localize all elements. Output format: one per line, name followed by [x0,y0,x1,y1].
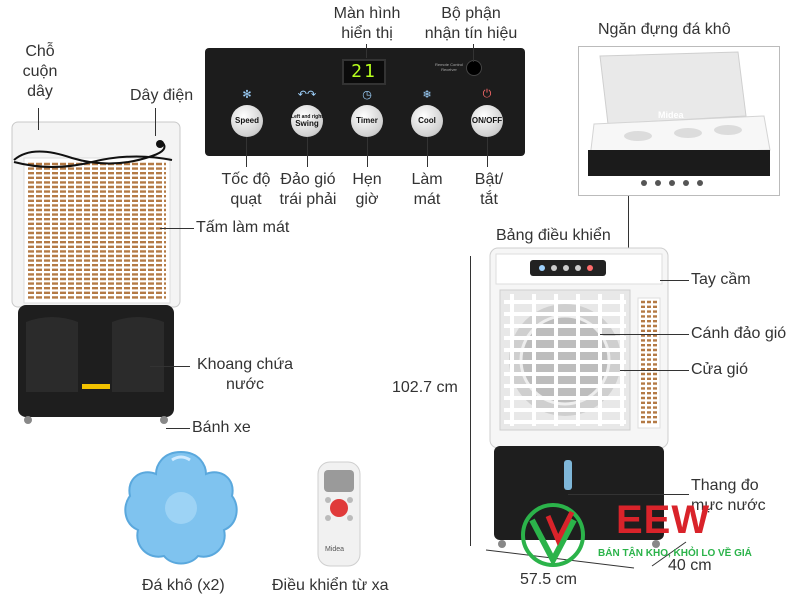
louver-vane [554,294,558,426]
receiver-sensor [466,60,482,76]
pointer-louver [600,334,689,335]
label-air-outlet: Cửa gió [691,361,748,378]
louver-slat [504,300,626,304]
pointer-water-gauge [568,494,689,495]
swing-button-caption: Left and right [291,114,323,120]
receiver-caption: Remote Control Receiver [434,62,463,72]
label-water-gauge: Thang đo mực nước [691,477,766,514]
pointer-cool [427,137,428,167]
pointer-onoff [487,137,488,167]
control-panel-closeup: 21 Remote Control Receiver ✻ ↶↷ ◷ ❄ ⏻ Sp… [205,48,525,156]
timer-button[interactable]: Timer [351,105,383,137]
pointer-power-cord [155,108,156,136]
onoff-button[interactable]: ON/OFF [471,105,503,137]
swing-button[interactable]: Left and right Swing [291,105,323,137]
label-receiver: Bộ phận nhận tín hiệu [424,5,518,42]
ice-compartment-closeup [578,46,780,196]
label-width: 57.5 cm [520,571,577,588]
pointer-handle [660,280,689,281]
label-control-panel: Bảng điều khiển [496,227,611,244]
louver-slat [504,408,626,412]
pointer-wheels [166,428,190,429]
cooler-front-view [489,247,669,548]
dimension-line-depth [651,541,687,567]
label-cooling-pad: Tấm làm mát [196,219,290,236]
pointer-air-outlet [620,370,689,371]
louver-slat [504,396,626,400]
clock-icon: ◷ [362,89,372,101]
midea-logo-closeup: Midea [658,110,684,120]
pointer-fan-speed [246,137,247,167]
eew-slogan: BÁN TẬN KHO, KHỎI LO VỀ GIÁ [598,548,752,559]
louver-vane [532,294,536,426]
louver-slat [504,324,626,328]
cooler-back-view [11,121,181,424]
swing-button-label: Swing [295,119,319,128]
label-water-tank: Khoang chứa nước [196,356,294,393]
label-louver: Cánh đảo gió [691,325,787,342]
label-wheels: Bánh xe [192,419,251,436]
louver-vane [598,294,602,426]
eew-emblem [521,503,585,567]
dimension-line-height [470,256,471,546]
pointer-swing [307,137,308,167]
label-onoff: Bật/ tắt [474,171,504,208]
label-remote: Điều khiển từ xa [272,577,389,594]
remote-midea-logo: Midea [325,546,345,553]
label-timer: Hẹn giờ [352,171,382,208]
louver-vane [620,294,624,426]
speed-button[interactable]: Speed [231,105,263,137]
pointer-display [366,44,367,58]
pointer-water-tank [150,366,190,367]
pointer-timer [367,137,368,167]
label-depth: 40 cm [668,557,712,574]
eew-wordmark: EEW [616,498,711,542]
display-screen: 21 [342,59,386,85]
label-ice-pack: Đá khô (x2) [142,577,225,594]
louver-slat [504,336,626,340]
swing-icon: ↶↷ [297,89,317,101]
pointer-cooling-pad [160,228,194,229]
cool-button[interactable]: Cool [411,105,443,137]
label-ice-compartment: Ngăn đựng đá khô [598,21,731,38]
louver-slat [504,312,626,316]
louver-slat [504,384,626,388]
label-power-cord: Dây điện [130,87,194,104]
label-handle: Tay cầm [691,271,751,288]
label-height: 102.7 cm [392,379,458,396]
eew-logo: EEW BÁN TẬN KHO, KHỎI LO VỀ GIÁ [520,500,790,570]
louver-slat [504,348,626,352]
louver-vane [510,294,514,426]
fan-icon: ✻ [242,89,252,101]
louver-slat [504,420,626,424]
label-cord-hook: Chỗ cuộn dây [22,43,58,100]
label-fan-speed: Tốc độ quạt [221,171,271,208]
louver-slat [504,372,626,376]
pointer-ice-to-cooler [628,196,629,248]
louver-vane [576,294,580,426]
power-icon: ⏻ [482,88,492,100]
snowflake-icon: ❄ [422,89,432,101]
pointer-cord-hook [38,108,39,130]
louver-slat [504,360,626,364]
dimension-line-width [485,549,635,569]
label-cool: Làm mát [411,171,443,208]
label-display: Màn hình hiển thị [333,5,401,42]
pointer-receiver [473,44,474,62]
remote-control-image [317,461,361,567]
label-swing: Đảo gió trái phải [279,171,337,208]
ice-pack-image [124,450,238,565]
